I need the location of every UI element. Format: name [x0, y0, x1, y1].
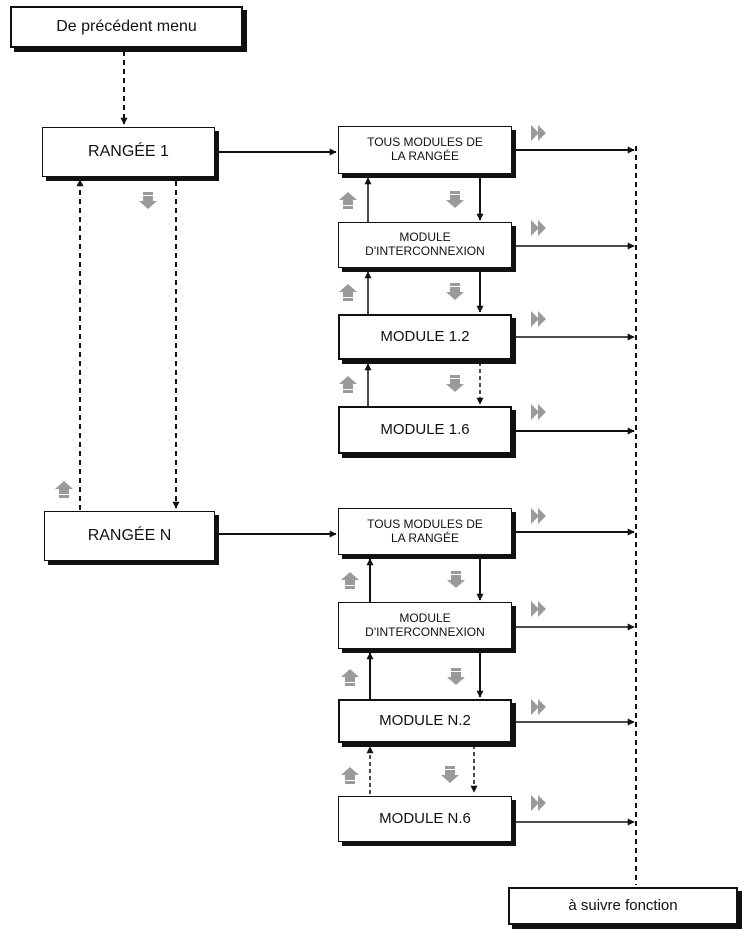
- rowN-interconnect-box[interactable]: MODULE D'INTERCONNEXION: [338, 602, 512, 649]
- right-arrow-key-icon: [531, 699, 546, 715]
- start-label: De précédent menu: [56, 17, 197, 35]
- up-arrow-key-icon: [339, 192, 357, 209]
- row1-all-modules-box[interactable]: TOUS MODULES DE LA RANGÉE: [338, 126, 512, 174]
- end-box: à suivre fonction: [508, 887, 738, 925]
- right-arrow-key-icon: [531, 508, 546, 524]
- row1-inter-line1: MODULE: [399, 230, 451, 245]
- down-arrow-key-icon: [441, 766, 459, 783]
- right-arrow-key-icon: [531, 220, 546, 236]
- right-arrow-key-icon: [531, 404, 546, 420]
- rowN-inter-line1: MODULE: [399, 610, 451, 625]
- row1-module-6-box[interactable]: MODULE 1.6: [338, 406, 512, 454]
- rowN-label: RANGÉE N: [87, 526, 172, 544]
- rowN-all-line2: LA RANGÉE: [390, 530, 460, 545]
- row1-box[interactable]: RANGÉE 1: [42, 127, 215, 177]
- row1-module-2-box[interactable]: MODULE 1.2: [338, 314, 512, 360]
- rowN-module-6-box[interactable]: MODULE N.6: [338, 796, 512, 842]
- up-arrow-key-icon: [341, 767, 359, 784]
- up-arrow-key-icon: [55, 481, 73, 498]
- up-arrow-key-icon: [339, 376, 357, 393]
- down-arrow-key-icon: [139, 192, 157, 209]
- up-arrow-key-icon: [339, 284, 357, 301]
- up-arrow-key-icon: [341, 669, 359, 686]
- right-arrow-key-icon: [531, 795, 546, 811]
- row1-inter-line2: D'INTERCONNEXION: [365, 244, 485, 258]
- up-arrow-key-icon: [341, 572, 359, 589]
- rowN-module-6-label: MODULE N.6: [379, 810, 471, 828]
- row1-module-2-label: MODULE 1.2: [380, 328, 470, 346]
- start-box: De précédent menu: [10, 6, 243, 48]
- row1-all-line1: TOUS MODULES DE: [367, 135, 483, 150]
- row1-all-line2: LA RANGÉE: [390, 149, 460, 163]
- rowN-all-line1: TOUS MODULES DE: [367, 516, 483, 531]
- row1-interconnect-box[interactable]: MODULE D'INTERCONNEXION: [338, 222, 512, 268]
- rowN-module-2-label: MODULE N.2: [379, 712, 471, 730]
- down-arrow-key-icon: [446, 283, 464, 300]
- right-arrow-key-icon: [531, 311, 546, 327]
- right-arrow-key-icon: [531, 125, 546, 141]
- down-arrow-key-icon: [446, 191, 464, 208]
- row1-module-6-label: MODULE 1.6: [380, 421, 470, 439]
- down-arrow-key-icon: [447, 668, 465, 685]
- row1-label: RANGÉE 1: [88, 142, 169, 160]
- rowN-module-2-box[interactable]: MODULE N.2: [338, 699, 512, 743]
- down-arrow-key-icon: [446, 375, 464, 392]
- rowN-inter-line2: D'INTERCONNEXION: [365, 624, 485, 639]
- end-label: à suivre fonction: [568, 897, 678, 915]
- down-arrow-key-icon: [447, 571, 465, 588]
- rowN-box[interactable]: RANGÉE N: [44, 511, 215, 561]
- rowN-all-modules-box[interactable]: TOUS MODULES DE LA RANGÉE: [338, 508, 512, 555]
- right-arrow-key-icon: [531, 601, 546, 617]
